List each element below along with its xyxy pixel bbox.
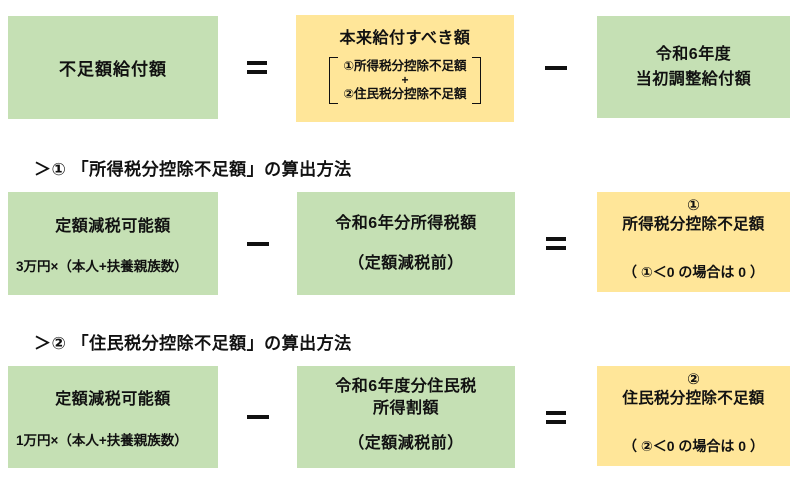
equals-icon bbox=[546, 410, 566, 424]
minus-icon bbox=[246, 241, 269, 246]
resident-tax-amount-box: 令和6年度分住民税 所得割額 （定額減税前） bbox=[297, 366, 515, 468]
shortfall-benefit-box: 不足額給付額 bbox=[8, 16, 218, 119]
resident-tax-shortfall-result-box: ② 住民税分控除不足額 （ ②＜0 の場合は 0 ） bbox=[597, 366, 790, 466]
initial-adjustment-line1: 令和6年度 bbox=[655, 46, 732, 63]
flat-reduction-formula: 1万円×（本人+扶養親族数） bbox=[16, 432, 188, 448]
intended-benefit-title: 本来給付すべき額 bbox=[339, 30, 471, 47]
result-number: ② bbox=[687, 371, 700, 388]
flat-reduction-possible-box-resident: 定額減税可能額 1万円×（本人+扶養親族数） bbox=[8, 366, 218, 468]
minus-icon bbox=[544, 65, 567, 70]
resident-tax-amount-line2: 所得割額 bbox=[372, 400, 439, 417]
minus-operator bbox=[514, 16, 597, 119]
equals-operator bbox=[515, 192, 597, 295]
resident-tax-amount-line3: （定額減税前） bbox=[348, 435, 464, 452]
result-note: （ ①＜0 の場合は 0 ） bbox=[623, 264, 764, 280]
initial-adjustment-benefit-box: 令和6年度 当初調整給付額 bbox=[597, 16, 790, 118]
income-tax-section-heading: ＞① 「所得税分控除不足額」の算出方法 bbox=[34, 160, 352, 179]
result-title: 住民税分控除不足額 bbox=[622, 390, 765, 407]
right-bracket-icon bbox=[471, 57, 481, 104]
flat-reduction-possible-box-income: 定額減税可能額 3万円×（本人+扶養親族数） bbox=[8, 192, 218, 295]
plus-operator: + bbox=[401, 73, 409, 87]
intended-benefit-box: 本来給付すべき額 ①所得税分控除不足額 + ②住民税分控除不足額 bbox=[296, 15, 514, 122]
income-tax-amount-line1: 令和6年分所得税額 bbox=[335, 214, 477, 232]
flat-reduction-title: 定額減税可能額 bbox=[55, 217, 171, 235]
equals-icon bbox=[247, 61, 267, 74]
flat-reduction-title: 定額減税可能額 bbox=[55, 391, 171, 409]
result-note: （ ②＜0 の場合は 0 ） bbox=[623, 438, 764, 454]
income-tax-amount-box: 令和6年分所得税額 （定額減税前） bbox=[297, 192, 515, 295]
minus-icon bbox=[246, 415, 269, 419]
result-title: 所得税分控除不足額 bbox=[622, 216, 765, 233]
resident-tax-section-heading: ＞② 「住民税分控除不足額」の算出方法 bbox=[34, 334, 352, 353]
equals-operator bbox=[218, 16, 296, 119]
flat-reduction-formula: 3万円×（本人+扶養親族数） bbox=[16, 259, 188, 275]
income-tax-shortfall-result-box: ① 所得税分控除不足額 （ ①＜0 の場合は 0 ） bbox=[597, 192, 790, 292]
income-tax-shortfall-term: ①所得税分控除不足額 bbox=[343, 59, 467, 73]
minus-operator bbox=[218, 192, 297, 295]
equals-operator bbox=[515, 366, 597, 468]
left-bracket-icon bbox=[329, 57, 339, 104]
initial-adjustment-line2: 当初調整給付額 bbox=[635, 71, 752, 88]
resident-tax-amount-line1: 令和6年度分住民税 bbox=[335, 378, 477, 395]
income-tax-amount-line2: （定額減税前） bbox=[348, 254, 464, 272]
resident-tax-shortfall-term: ②住民税分控除不足額 bbox=[343, 87, 467, 101]
shortfall-benefit-label: 不足額給付額 bbox=[59, 60, 167, 79]
bracket-group: ①所得税分控除不足額 + ②住民税分控除不足額 bbox=[329, 57, 481, 104]
result-number: ① bbox=[687, 197, 700, 214]
minus-operator bbox=[218, 366, 297, 468]
equals-icon bbox=[546, 237, 566, 250]
